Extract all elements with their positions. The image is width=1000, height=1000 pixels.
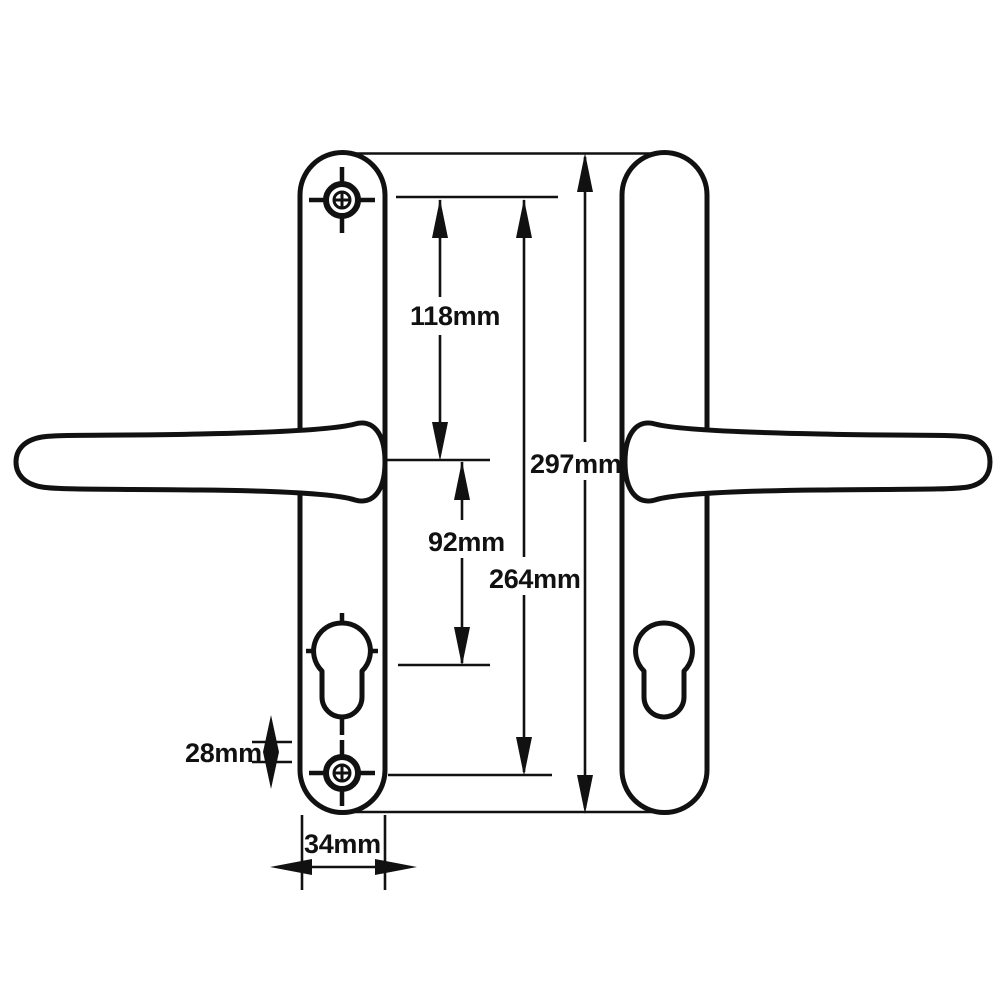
left-lever-handle-outline [13, 420, 388, 504]
dim-118-arrowhead-top [432, 199, 448, 238]
dim-118-arrowhead-bottom [432, 422, 448, 461]
dim-92-arrowhead-bottom [454, 627, 470, 666]
left-lever-handle [13, 420, 388, 504]
dim-28-arrowhead-lower [263, 752, 279, 789]
dim-297-label: 297mm [530, 449, 622, 479]
right-lever-handle-outline [622, 420, 993, 504]
dimension-297mm: 297mm [530, 153, 622, 814]
bottom-fixing-screw [309, 740, 375, 806]
right-lever-handle [622, 420, 993, 504]
dim-264-arrowhead-top [516, 199, 532, 238]
left-euro-cylinder-keyhole [306, 613, 378, 735]
right-euro-cylinder-keyhole [633, 620, 695, 720]
dim-118-label: 118mm [410, 301, 500, 331]
dim-264-arrowhead-bottom [516, 737, 532, 776]
dimension-264mm: 264mm [489, 199, 581, 776]
dim-34-label: 34mm [304, 829, 381, 859]
dim-297-arrowhead-top [577, 153, 593, 192]
dim-28-label: 28mm [185, 738, 262, 768]
dimension-28mm: 28mm [185, 715, 279, 789]
dimension-118mm: 118mm [410, 199, 500, 461]
dim-34-arrowhead-right [375, 859, 417, 875]
extension-lines [252, 152, 660, 890]
top-fixing-screw [309, 167, 375, 233]
dim-92-label: 92mm [428, 527, 505, 557]
dim-264-label: 264mm [489, 564, 581, 594]
dim-92-arrowhead-top [454, 461, 470, 500]
dim-297-arrowhead-bottom [577, 775, 593, 814]
dimension-34mm: 34mm [270, 829, 417, 875]
dim-34-arrowhead-left [270, 859, 312, 875]
dimension-92mm: 92mm [428, 461, 505, 666]
dim-28-arrowhead-upper [263, 715, 279, 752]
right-keyhole-outline [633, 620, 695, 720]
left-keyhole-outline [311, 620, 373, 720]
